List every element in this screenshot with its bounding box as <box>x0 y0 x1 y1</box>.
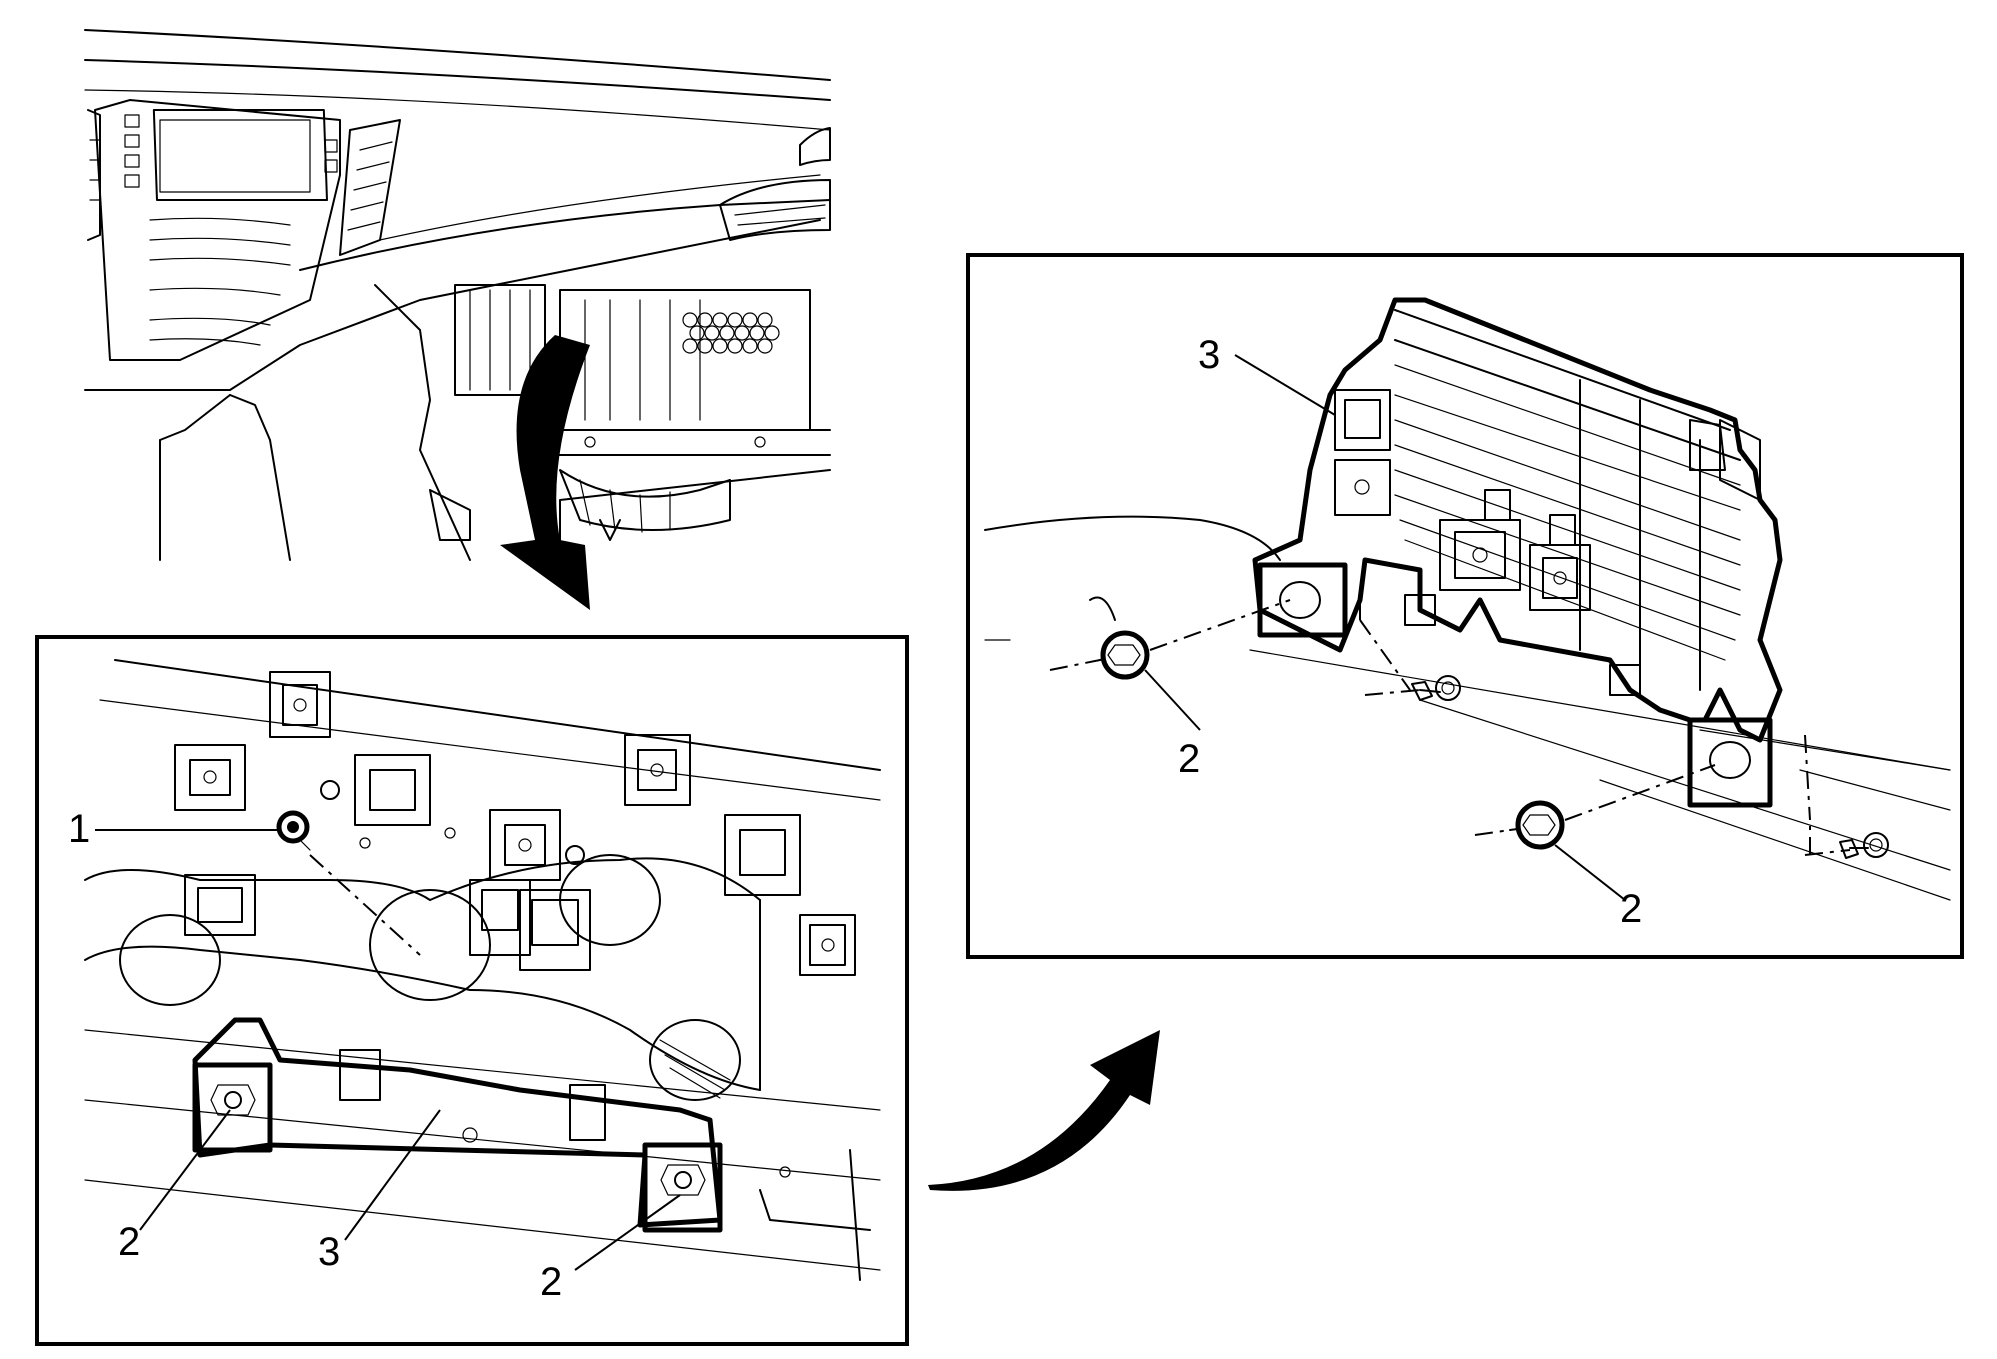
component-3-exploded <box>1252 297 1783 808</box>
callout-3-left: 3 <box>318 1230 340 1274</box>
leader-2-left <box>139 1109 231 1231</box>
mounting-clips <box>174 671 856 976</box>
detail-view-right <box>966 253 1964 959</box>
callout-2-left: 2 <box>118 1220 140 1264</box>
leader-2-lower <box>1554 844 1626 901</box>
stud-screw-upper <box>1359 590 1461 701</box>
detail-frame-right <box>966 253 1964 959</box>
callout-2-lower: 2 <box>1620 887 1642 931</box>
honeycomb-filter <box>682 312 780 354</box>
curved-transition-arrow <box>928 1030 1160 1191</box>
callout-2-bottom: 2 <box>540 1260 562 1304</box>
curved-down-arrow <box>500 335 590 610</box>
dashboard-overview <box>84 29 831 610</box>
nut-2-lower <box>1474 764 1716 850</box>
bolt-1 <box>276 810 311 851</box>
nut-2-upper <box>1049 599 1291 680</box>
detail-view-left <box>35 635 909 1346</box>
component-3-detail <box>192 1017 791 1233</box>
callout-3-right: 3 <box>1198 333 1220 377</box>
leader-2-upper <box>1144 669 1201 731</box>
stud-screw-lower <box>1804 734 1889 859</box>
callout-1: 1 <box>68 807 90 851</box>
leader-2-bottom <box>574 1194 681 1271</box>
leader-3-right <box>1234 354 1336 416</box>
hvac-module <box>429 284 831 541</box>
callout-2-upper: 2 <box>1178 737 1200 781</box>
leader-3-left <box>344 1109 441 1241</box>
